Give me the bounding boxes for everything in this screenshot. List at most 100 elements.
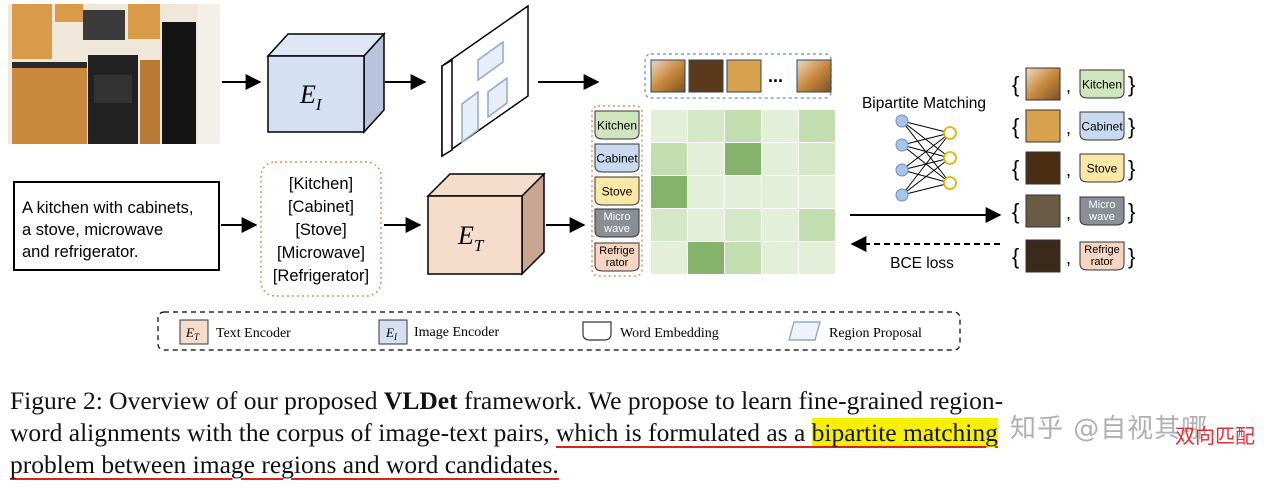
region-node: [896, 164, 908, 176]
caption-underlined-2: which is formulated as a: [556, 418, 812, 447]
word-tag-refrigerator: Refrigerator: [595, 243, 639, 271]
matrix-cell: [651, 209, 687, 241]
matrix-cell: [725, 143, 761, 175]
region-crop: [1026, 240, 1060, 272]
word-cabinet: [Cabinet]: [288, 198, 354, 216]
pair-tag-4-label-2: rator: [1091, 256, 1114, 268]
matrix-cell: [799, 209, 835, 241]
word-microwave: [Microwave]: [277, 244, 365, 262]
region-crop: [1026, 68, 1060, 100]
matrix-cell: [651, 176, 687, 208]
brace-close: }: [1128, 244, 1135, 269]
brace-close: }: [1128, 156, 1135, 181]
matching-label: Bipartite Matching: [862, 95, 986, 112]
brace-open: {: [1012, 156, 1019, 181]
annotation-overlay: 双向匹配: [1175, 420, 1255, 449]
matrix-cell: [799, 242, 835, 274]
similarity-matrix: [651, 110, 835, 274]
matched-pair: {,Kitchen}: [1012, 68, 1135, 100]
region-crop: [1026, 110, 1060, 142]
region-node: [896, 139, 908, 151]
brace-open: {: [1012, 114, 1019, 139]
bce-loss-label: BCE loss: [890, 255, 954, 272]
matrix-cell: [688, 176, 724, 208]
word-refrigerator: [Refrigerator]: [273, 267, 369, 285]
kitchen-photo: [8, 4, 220, 144]
brace-close: }: [1128, 114, 1135, 139]
word-tag-3-label-2: wave: [603, 223, 630, 235]
matched-pair: {,Cabinet}: [1012, 110, 1135, 142]
matrix-cell: [762, 110, 798, 142]
pair-comma: ,: [1066, 76, 1071, 96]
matrix-cell: [799, 110, 835, 142]
caption-text-2a: word alignments with the corpus of image…: [10, 418, 556, 447]
brace-open: {: [1012, 72, 1019, 97]
legend: ET Text Encoder EI Image Encoder Word Em…: [158, 312, 960, 350]
matrix-cell: [762, 209, 798, 241]
word-node: [944, 152, 956, 164]
brace-close: }: [1128, 199, 1135, 224]
matrix-cell: [762, 242, 798, 274]
pair-comma: ,: [1066, 118, 1071, 138]
brace-open: {: [1012, 199, 1019, 224]
word-tag-0-label: Kitchen: [597, 119, 637, 133]
pair-comma: ,: [1066, 203, 1071, 223]
crops-ellipsis: ...: [768, 66, 783, 86]
region-crop: [1026, 195, 1060, 227]
word-tag-3-label-1: Micro: [604, 211, 631, 223]
matrix-cell: [688, 242, 724, 274]
legend-image-encoder: Image Encoder: [414, 325, 499, 340]
legend-image-encoder-swatch: EI: [379, 320, 407, 344]
region-crops: ...: [645, 54, 831, 98]
caption-text-1b: framework. We propose to learn fine-grai…: [458, 386, 1004, 415]
word-tag-cabinet: Cabinet: [595, 144, 639, 172]
word-stove: [Stove]: [295, 221, 346, 239]
vldet-figure: EI ... A kitchen with cabinets, a stove,…: [0, 0, 1270, 360]
legend-word-embedding: Word Embedding: [620, 326, 719, 341]
word-tag-stove: Stove: [595, 177, 639, 205]
word-tag-4-label-2: rator: [606, 257, 629, 269]
text-encoder-block: ET: [428, 174, 544, 274]
pair-tag-4-label-1: Refrige: [1084, 244, 1119, 256]
matrix-cell: [799, 176, 835, 208]
region-proposal-panel: [442, 6, 528, 156]
word-tag-kitchen: Kitchen: [595, 111, 639, 139]
matrix-cell: [688, 143, 724, 175]
matrix-cell: [762, 143, 798, 175]
legend-text-encoder: Text Encoder: [216, 326, 291, 341]
word-node: [944, 177, 956, 189]
pair-comma: ,: [1066, 160, 1071, 180]
pair-tag-3-label-1: Micro: [1089, 199, 1116, 211]
matched-pair: {,Microwave}: [1012, 195, 1135, 227]
word-tag-4-label-1: Refrige: [599, 245, 634, 257]
matrix-cell: [651, 110, 687, 142]
matrix-cell: [799, 143, 835, 175]
region-proposal-icon: [789, 322, 820, 340]
word-kitchen: [Kitchen]: [289, 175, 353, 193]
pair-comma: ,: [1066, 248, 1071, 268]
word-node: [944, 127, 956, 139]
caption-underlined-3: problem between image regions and word c…: [10, 450, 559, 479]
bipartite-graph: [896, 115, 956, 201]
word-tag-1-label: Cabinet: [596, 152, 638, 166]
caption-line-3: and refrigerator.: [22, 243, 138, 261]
region-node: [896, 115, 908, 127]
image-encoder-block: EI: [268, 34, 384, 132]
matched-pair: {,Refrigerator}: [1012, 240, 1135, 272]
matrix-cell: [725, 176, 761, 208]
caption-input-box: A kitchen with cabinets, a stove, microw…: [14, 182, 219, 270]
matched-pair: {, Stove}: [1012, 152, 1135, 184]
matrix-cell: [651, 242, 687, 274]
matrix-cell: [688, 209, 724, 241]
matrix-cell: [688, 110, 724, 142]
region-node: [896, 189, 908, 201]
matched-pairs: {,Kitchen}{,Cabinet}{,Stove}{,Microwave}…: [1012, 68, 1135, 272]
word-embedding-icon: [583, 322, 611, 340]
word-tag-2-label: Stove: [602, 185, 633, 199]
matrix-cell: [762, 176, 798, 208]
caption-vldet: VLDet: [384, 386, 458, 415]
caption-text-1a: Figure 2: Overview of our proposed: [10, 386, 384, 415]
matrix-cell: [725, 209, 761, 241]
pair-tag-2-label: Stove: [1087, 162, 1118, 176]
bipartite-matching: Bipartite Matching: [862, 95, 986, 201]
